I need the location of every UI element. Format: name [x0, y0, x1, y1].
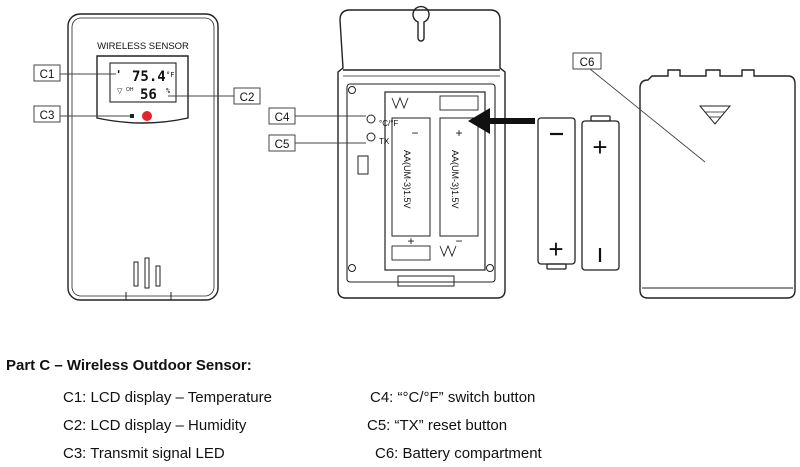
insert-arrow [468, 108, 535, 134]
slot-1-polarity-bottom: + [407, 234, 414, 248]
battery-cover [639, 69, 796, 299]
battery-1 [537, 117, 576, 270]
battery-slot-1 [391, 117, 431, 237]
slot-2-polarity-top: + [455, 126, 462, 140]
callout-c4-label: C4 [275, 112, 290, 124]
unit-switch-button[interactable] [366, 114, 376, 124]
battery-cover-body [639, 69, 796, 299]
callout-c2-label: C2 [240, 92, 255, 104]
lcd-signal-label: OH [126, 87, 134, 93]
battery-1-plus: + [548, 234, 563, 264]
lcd-screen [109, 62, 177, 103]
battery-2 [581, 115, 620, 271]
callout-c1-label: C1 [40, 69, 55, 81]
lcd-humidity-unit: % [166, 87, 171, 95]
callout-c5-label: C5 [275, 139, 290, 151]
sensor-front [67, 13, 219, 301]
lcd-temperature-unit: °F [166, 71, 174, 79]
spring-top [391, 96, 409, 110]
legend-item-c6: C6: Battery compartment [375, 445, 542, 462]
lcd-temperature: 75.4 [132, 69, 166, 85]
hanging-hole [412, 5, 430, 42]
lcd-humidity: 56 [140, 87, 157, 103]
legend-item-c5: C5: “TX” reset button [367, 417, 508, 434]
cover-triangle-mark [698, 105, 732, 125]
tx-label: TX [379, 137, 390, 146]
slot-2-polarity-bottom: − [455, 234, 462, 248]
svg-text:▮: ▮ [117, 69, 120, 75]
callout-c3: C3 [33, 105, 130, 123]
vent-slots [125, 257, 172, 300]
callout-c6: C6 [572, 52, 706, 163]
callout-c2: C2 [168, 87, 261, 105]
callout-c5: C5 [268, 134, 366, 152]
battery-label-1: AA(UM-3)1.5V [402, 150, 412, 209]
led-marker [130, 114, 134, 118]
sensor-back [337, 5, 506, 299]
legend-item-c1: C1: LCD display – Temperature [63, 389, 272, 406]
legend-item-c4: C4: “°C/°F” switch button [370, 389, 536, 406]
battery-bay [384, 91, 486, 271]
callout-c4: C4 [268, 107, 366, 125]
sensor-diagram: WIRELESS SENSOR ▮ 75.4 °F ▽ OH 56 % [33, 5, 796, 301]
callout-c3-label: C3 [40, 110, 55, 122]
sensor-back-body [337, 9, 506, 299]
spring-bottom [439, 244, 457, 258]
display-bezel [96, 55, 189, 124]
tx-reset-button[interactable] [366, 132, 376, 142]
transmit-led [142, 111, 152, 121]
unit-switch-label: °C/°F [379, 119, 398, 128]
battery-label-2: AA(UM-3)1.5V [450, 150, 460, 209]
legend-item-c3: C3: Transmit signal LED [63, 445, 225, 462]
battery-slot-2 [439, 117, 479, 237]
slot-1-polarity-top: − [411, 126, 418, 140]
legend-title: Part C – Wireless Outdoor Sensor: [6, 357, 252, 374]
sensor-title: WIRELESS SENSOR [97, 41, 189, 52]
legend-item-c2: C2: LCD display – Humidity [63, 417, 247, 434]
callout-c1: C1 [33, 64, 116, 82]
antenna-icon: ▽ [117, 88, 123, 95]
callout-c6-label: C6 [580, 57, 595, 69]
battery-2-plus: + [592, 132, 607, 162]
sensor-front-body [67, 13, 219, 301]
